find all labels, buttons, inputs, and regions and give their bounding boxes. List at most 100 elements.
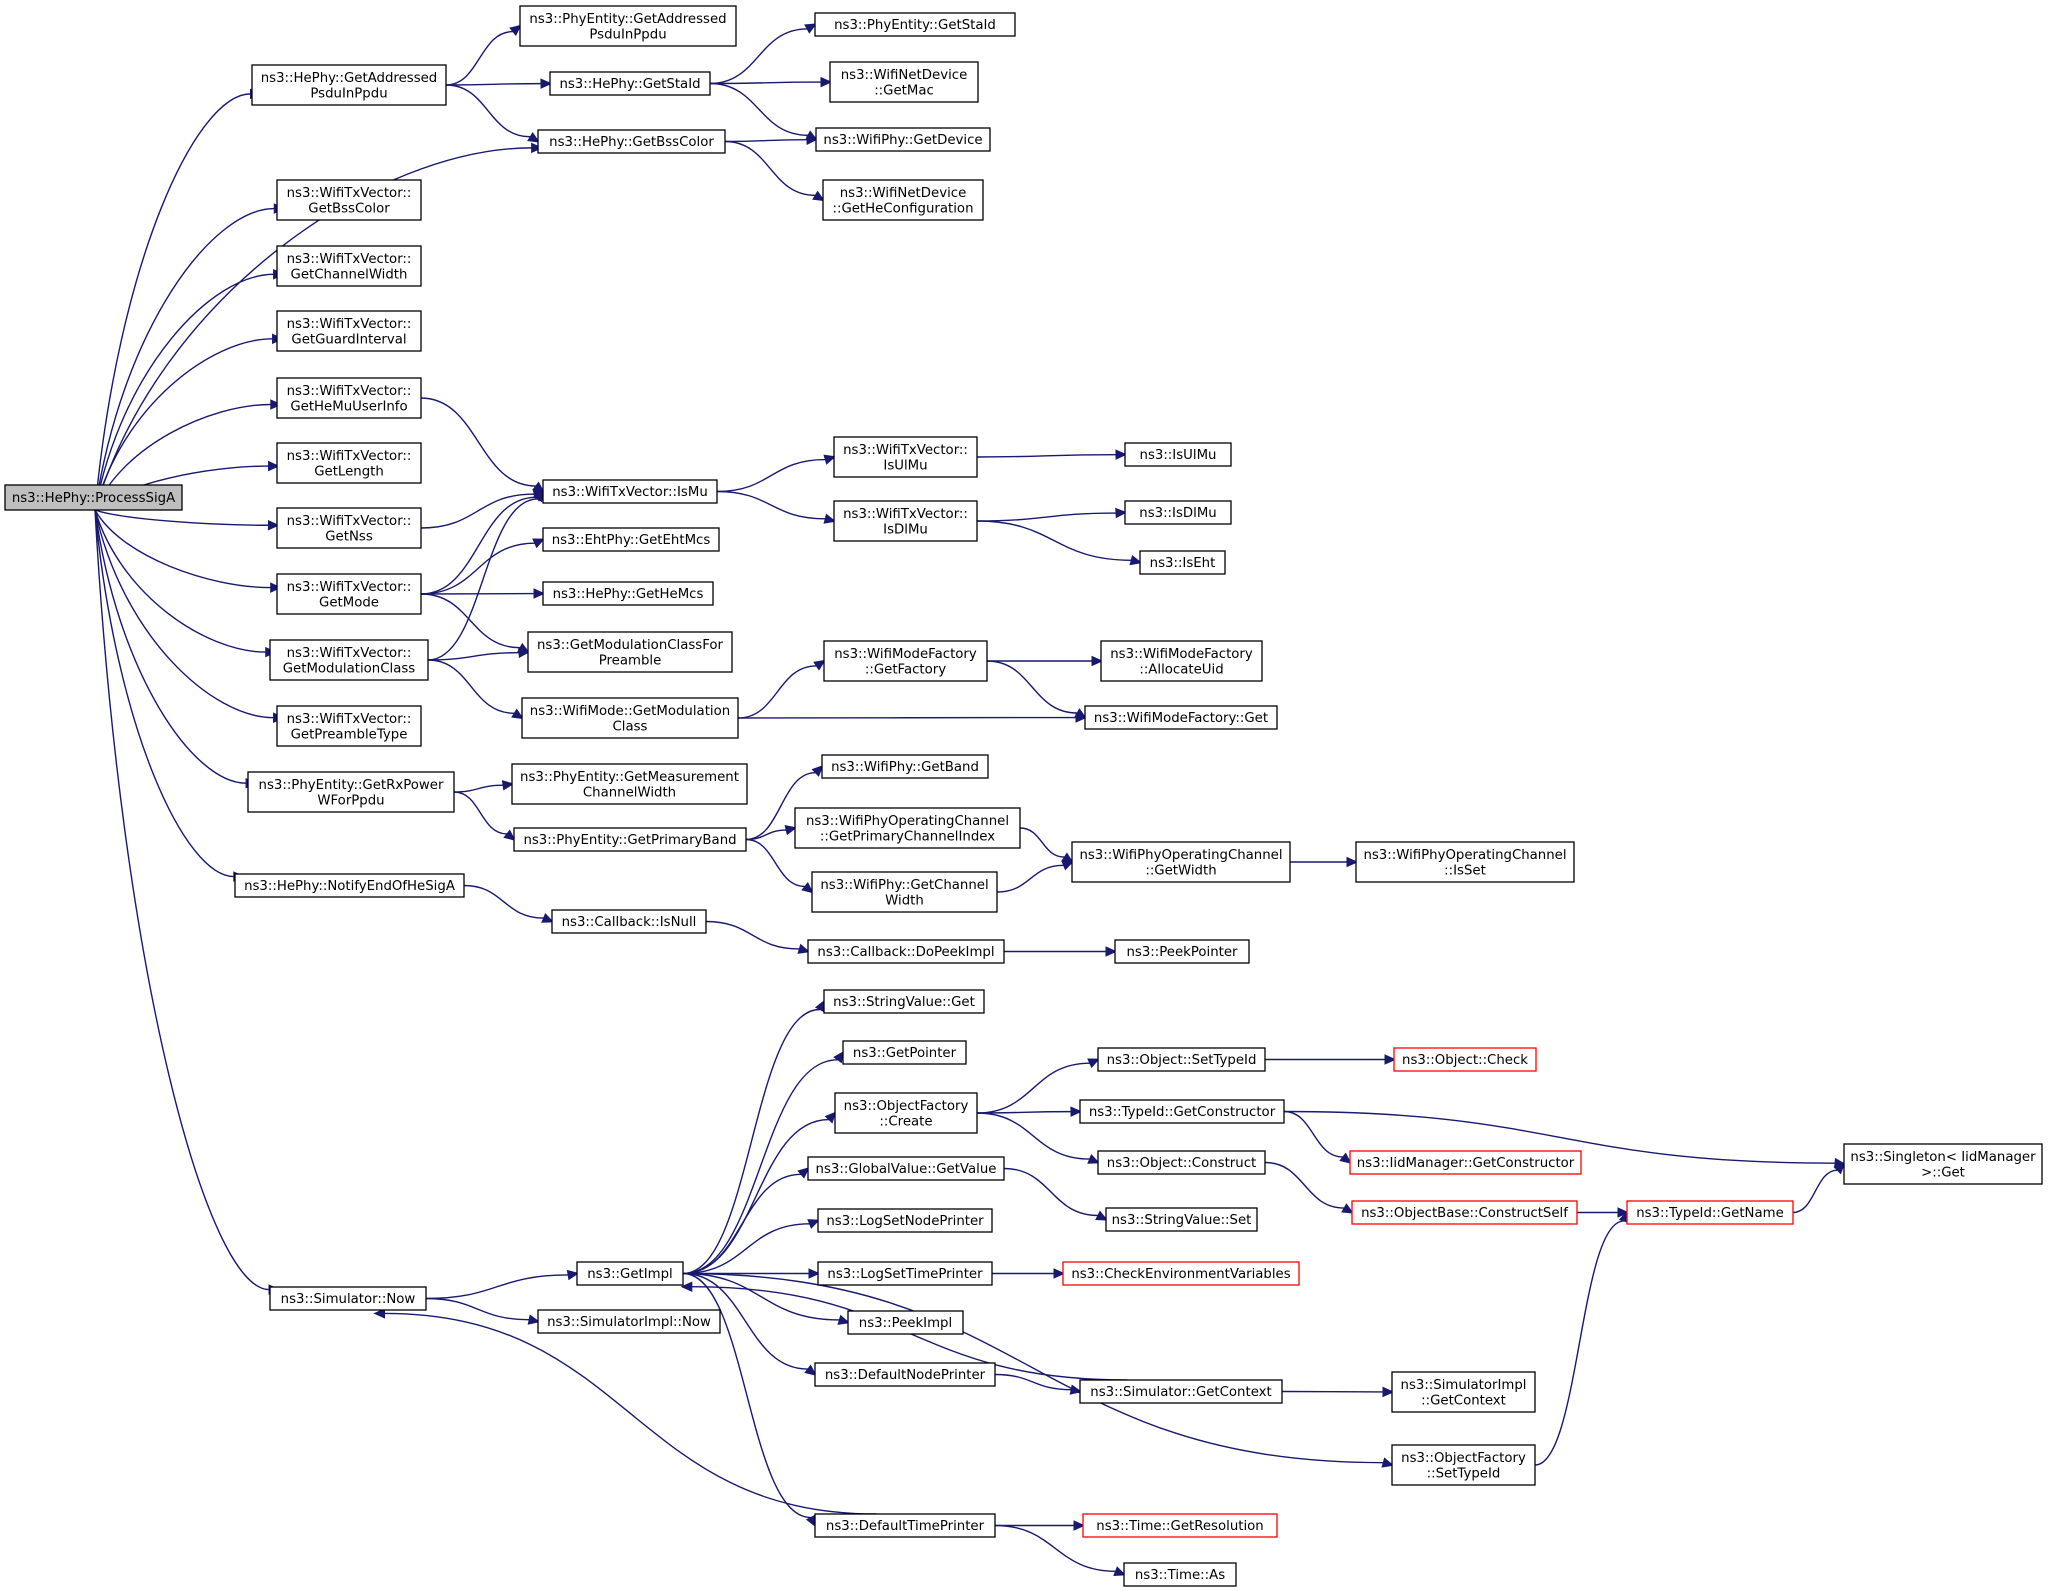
- edge-n44-to-n48: [682, 1118, 829, 1275]
- node-label-line: ns3::WifiPhyOperatingChannel: [1079, 848, 1282, 863]
- function-node-ns3-ehtphy-getehtmcs[interactable]: ns3::EhtPhy::GetEhtMcs: [542, 527, 720, 552]
- edge-root-to-n30: [94, 509, 274, 719]
- function-node-ns3-iseht[interactable]: ns3::IsEht: [1139, 550, 1226, 575]
- function-node-ns3-wifitxvector-getchannelwidth[interactable]: ns3::WifiTxVector::GetChannelWidth: [276, 245, 422, 287]
- function-node-ns3-getpointer[interactable]: ns3::GetPointer: [842, 1040, 967, 1065]
- function-node-ns3-logsettimeprinter[interactable]: ns3::LogSetTimePrinter: [817, 1261, 993, 1286]
- function-node-ns3-wifitxvector-getmode[interactable]: ns3::WifiTxVector::GetMode: [276, 573, 422, 615]
- function-node-ns3-defaulttimeprinter[interactable]: ns3::DefaultTimePrinter: [814, 1513, 996, 1538]
- function-node-ns3-phyentity-getprimaryband[interactable]: ns3::PhyEntity::GetPrimaryBand: [513, 827, 747, 852]
- function-node-ns3-wifiphyoperatingchannel-isset[interactable]: ns3::WifiPhyOperatingChannel::IsSet: [1355, 841, 1575, 883]
- node-box: [829, 61, 979, 103]
- node-box: [269, 639, 429, 681]
- node-box: [276, 705, 422, 747]
- function-node-ns3-object-construct[interactable]: ns3::Object::Construct: [1097, 1150, 1266, 1175]
- function-node-ns3-wifiphy-getband[interactable]: ns3::WifiPhy::GetBand: [821, 754, 989, 779]
- function-node-ns3-isulmu[interactable]: ns3::IsUlMu: [1124, 442, 1232, 467]
- function-node-ns3-wifitxvector-ismu[interactable]: ns3::WifiTxVector::IsMu: [542, 479, 718, 504]
- function-node-ns3-phyentity-getmeasurementchannelwidth[interactable]: ns3::PhyEntity::GetMeasurementChannelWid…: [511, 763, 748, 805]
- node-label-line: ns3::PhyEntity::GetPrimaryBand: [523, 833, 736, 848]
- node-label-line: ::IsSet: [1444, 863, 1486, 878]
- edge-n13-to-n14: [716, 458, 826, 493]
- function-node-ns3-typeid-getconstructor[interactable]: ns3::TypeId::GetConstructor: [1079, 1099, 1285, 1124]
- function-node-ns3-wifimodefactory-allocateuid[interactable]: ns3::WifiModeFactory::AllocateUid: [1100, 640, 1263, 682]
- function-node-ns3-wifitxvector-getmodulationclass[interactable]: ns3::WifiTxVector::GetModulationClass: [269, 639, 429, 681]
- function-node-ns3-iidmanager-getconstructor[interactable]: ns3::IidManager::GetConstructor: [1349, 1150, 1582, 1175]
- arrowhead-n40-to-n41: [797, 943, 811, 954]
- function-node-ns3-wifiphy-getdevice[interactable]: ns3::WifiPhy::GetDevice: [815, 127, 991, 152]
- node-box: [1124, 442, 1232, 467]
- function-node-ns3-objectfactory-settypeid[interactable]: ns3::ObjectFactory::SetTypeId: [1391, 1444, 1536, 1486]
- function-node-ns3-callback-isnull[interactable]: ns3::Callback::IsNull: [551, 909, 707, 934]
- function-node-ns3-stringvalue-set[interactable]: ns3::StringValue::Set: [1105, 1207, 1258, 1232]
- arrowhead-n56-to-n53: [1833, 1162, 1846, 1175]
- function-node-ns3-wifiphyoperatingchannel-getprimarychannelindex[interactable]: ns3::WifiPhyOperatingChannel::GetPrimary…: [794, 807, 1021, 849]
- function-node-ns3-time-getresolution[interactable]: ns3::Time::GetResolution: [1082, 1513, 1278, 1538]
- function-node-ns3-getimpl[interactable]: ns3::GetImpl: [576, 1261, 684, 1286]
- node-box: [814, 1362, 996, 1387]
- node-label-line: ns3::GetPointer: [853, 1046, 957, 1061]
- function-node-ns3-typeid-getname[interactable]: ns3::TypeId::GetName: [1626, 1200, 1794, 1225]
- function-node-ns3-peekimpl[interactable]: ns3::PeekImpl: [847, 1310, 964, 1335]
- function-node-ns3-hephy-notifyendofhesiga[interactable]: ns3::HePhy::NotifyEndOfHeSigA: [234, 873, 465, 898]
- function-node-ns3-hephy-getbsscolor[interactable]: ns3::HePhy::GetBssColor: [537, 129, 726, 154]
- function-node-ns3-objectfactory-create[interactable]: ns3::ObjectFactory::Create: [834, 1092, 978, 1134]
- function-node-ns3-stringvalue-get[interactable]: ns3::StringValue::Get: [823, 989, 985, 1014]
- function-node-ns3-checkenvironmentvariables[interactable]: ns3::CheckEnvironmentVariables: [1062, 1261, 1300, 1286]
- node-label-line: GetGuardInterval: [291, 332, 406, 347]
- function-node-ns3-wifiphyoperatingchannel-getwidth[interactable]: ns3::WifiPhyOperatingChannel::GetWidth: [1071, 841, 1291, 883]
- function-node-ns3-wifimode-getmodulationclass[interactable]: ns3::WifiMode::GetModulationClass: [521, 697, 739, 739]
- function-node-ns3-isdlmu[interactable]: ns3::IsDlMu: [1124, 500, 1232, 525]
- function-node-ns3-wifitxvector-getnss[interactable]: ns3::WifiTxVector::GetNss: [276, 507, 422, 549]
- function-node-ns3-simulator-getcontext[interactable]: ns3::Simulator::GetContext: [1079, 1379, 1283, 1404]
- function-node-ns3-globalvalue-getvalue[interactable]: ns3::GlobalValue::GetValue: [807, 1156, 1005, 1181]
- arrowhead-n44-to-n57: [797, 1167, 810, 1179]
- node-label-line: Width: [885, 893, 924, 908]
- function-node-ns3-wifitxvector-getbsscolor[interactable]: ns3::WifiTxVector::GetBssColor: [276, 179, 422, 221]
- function-node-ns3-wifitxvector-getguardinterval[interactable]: ns3::WifiTxVector::GetGuardInterval: [276, 310, 422, 352]
- function-node-ns3-object-settypeid[interactable]: ns3::Object::SetTypeId: [1097, 1047, 1266, 1072]
- function-node-ns3-wifitxvector-getlength[interactable]: ns3::WifiTxVector::GetLength: [276, 442, 422, 484]
- edge-root-to-n21: [94, 509, 271, 589]
- node-box: [1124, 500, 1232, 525]
- function-node-ns3-wifitxvector-gethemuuserinfo[interactable]: ns3::WifiTxVector::GetHeMuUserInfo: [276, 377, 422, 419]
- function-node-ns3-phyentity-getstaid[interactable]: ns3::PhyEntity::GetStaId: [814, 12, 1016, 37]
- function-node-ns3-wifitxvector-getpreambletype[interactable]: ns3::WifiTxVector::GetPreambleType: [276, 705, 422, 747]
- node-label-line: ns3::Callback::DoPeekImpl: [817, 945, 994, 960]
- function-node-ns3-time-as[interactable]: ns3::Time::As: [1123, 1562, 1237, 1587]
- function-node-ns3-wifitxvector-isdlmu[interactable]: ns3::WifiTxVector::IsDlMu: [833, 500, 978, 542]
- function-node-ns3-singleton-iidmanager-get[interactable]: ns3::Singleton< IidManager >::Get: [1843, 1143, 2043, 1185]
- function-node-ns3-simulatorimpl-now[interactable]: ns3::SimulatorImpl::Now: [537, 1309, 721, 1334]
- function-node-ns3-hephy-getstaid[interactable]: ns3::HePhy::GetStaId: [549, 71, 711, 96]
- function-node-ns3-wifiphy-getchannelwidth[interactable]: ns3::WifiPhy::GetChannelWidth: [811, 871, 998, 913]
- function-node-ns3-logsetnodeprinter[interactable]: ns3::LogSetNodePrinter: [817, 1208, 993, 1233]
- edge-n1-to-n3: [445, 82, 542, 86]
- node-label-line: IsDlMu: [883, 522, 928, 537]
- function-node-ns3-object-check[interactable]: ns3::Object::Check: [1393, 1047, 1537, 1072]
- function-node-ns3-simulatorimpl-getcontext[interactable]: ns3::SimulatorImpl::GetContext: [1391, 1371, 1536, 1413]
- function-node-ns3-objectbase-constructself[interactable]: ns3::ObjectBase::ConstructSelf: [1351, 1200, 1578, 1225]
- node-box: [807, 939, 1005, 964]
- node-label-line: ns3::PhyEntity::GetRxPower: [259, 778, 444, 793]
- function-node-ns3-wifimodefactory-getfactory[interactable]: ns3::WifiModeFactory::GetFactory: [823, 640, 988, 682]
- edge-n21-to-n24: [420, 593, 521, 649]
- function-node-ns3-wifimodefactory-get[interactable]: ns3::WifiModeFactory::Get: [1084, 705, 1278, 730]
- node-box: [823, 640, 988, 682]
- function-node-ns3-peekpointer[interactable]: ns3::PeekPointer: [1114, 939, 1250, 964]
- function-node-ns3-defaultnodeprinter[interactable]: ns3::DefaultNodePrinter: [814, 1362, 996, 1387]
- function-node-ns3-hephy-processsiga[interactable]: ns3::HePhy::ProcessSigA: [4, 484, 183, 511]
- function-node-ns3-wifinetdevice-getmac[interactable]: ns3::WifiNetDevice::GetMac: [829, 61, 979, 103]
- function-node-ns3-wifinetdevice-getheconfiguration[interactable]: ns3::WifiNetDevice::GetHeConfiguration: [822, 179, 984, 221]
- node-label-line: ns3::WifiTxVector::: [287, 449, 412, 464]
- function-node-ns3-hephy-gethemcs[interactable]: ns3::HePhy::GetHeMcs: [542, 581, 714, 606]
- node-label-line: ::GetContext: [1421, 1393, 1506, 1408]
- function-node-ns3-wifitxvector-isulmu[interactable]: ns3::WifiTxVector::IsUlMu: [833, 436, 978, 478]
- function-node-ns3-callback-dopeekimpl[interactable]: ns3::Callback::DoPeekImpl: [807, 939, 1005, 964]
- node-label-line: Preamble: [599, 653, 662, 668]
- function-node-ns3-simulator-now[interactable]: ns3::Simulator::Now: [269, 1286, 427, 1311]
